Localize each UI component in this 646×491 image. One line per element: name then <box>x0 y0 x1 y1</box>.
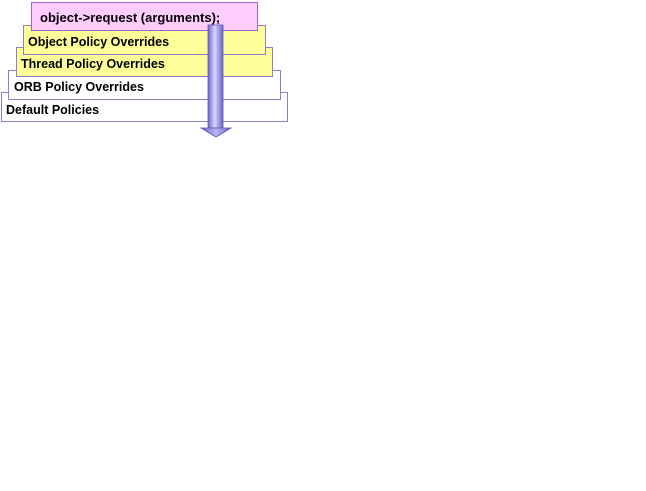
request-call-label: object->request (arguments); <box>40 10 221 25</box>
orb-policy-overrides-label: ORB Policy Overrides <box>14 80 144 94</box>
thread-policy-overrides-label: Thread Policy Overrides <box>21 57 165 71</box>
default-policies-label: Default Policies <box>6 103 100 117</box>
object-policy-overrides-label: Object Policy Overrides <box>28 35 170 49</box>
down-arrow-icon <box>199 24 233 138</box>
